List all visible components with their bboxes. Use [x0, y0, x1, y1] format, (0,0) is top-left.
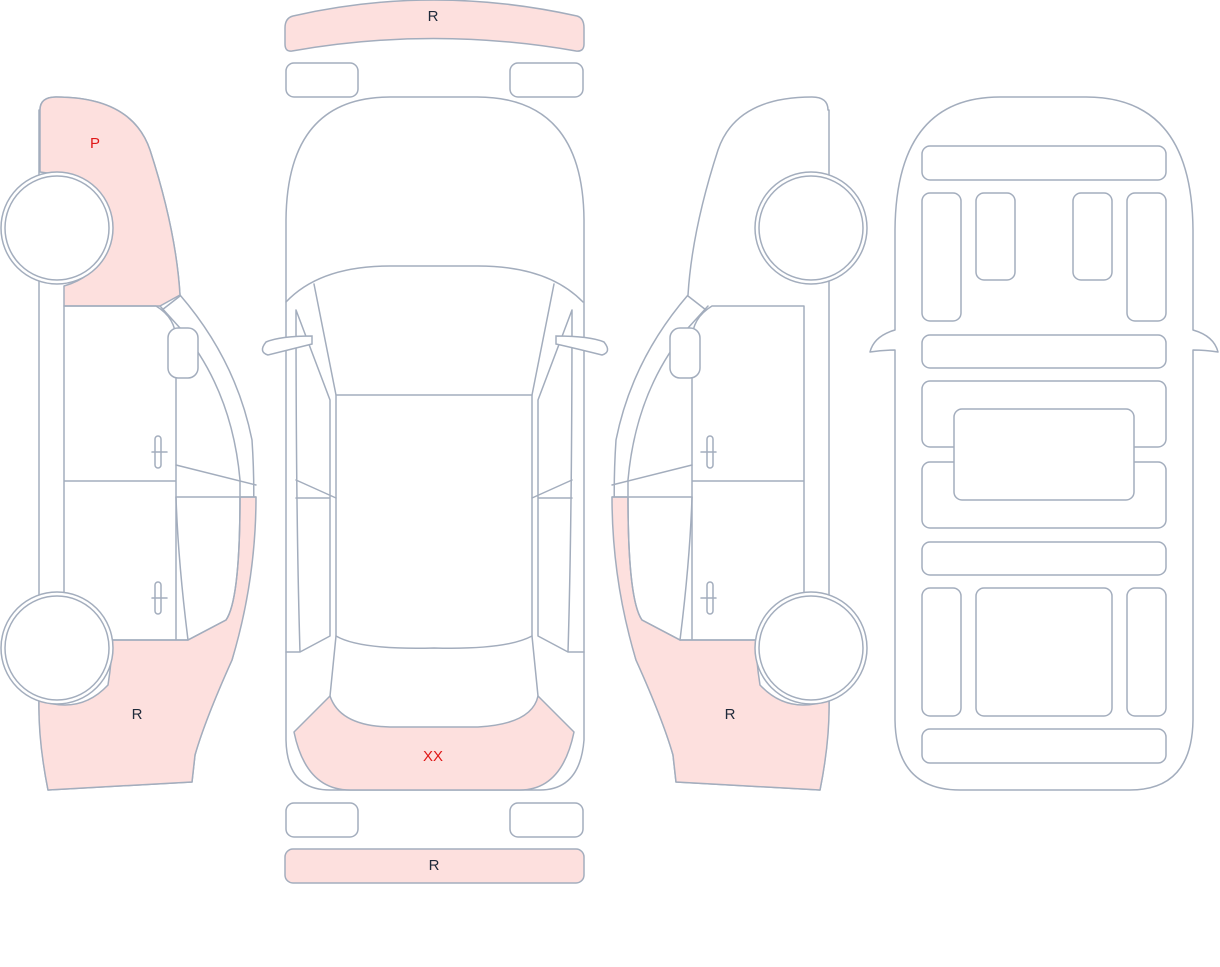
underbody-rear-panel[interactable]: [921, 728, 1167, 764]
left-window-frame: [159, 305, 241, 641]
right-side-view: R: [611, 96, 868, 791]
underbody-front-right-mount[interactable]: [1072, 192, 1113, 281]
underbody-front-left-rail[interactable]: [921, 192, 962, 322]
front-bumper-mark: R: [428, 8, 439, 25]
top-body-outline: [285, 96, 585, 791]
right-rear-wheel-rim: [758, 595, 864, 701]
left-mirror[interactable]: [167, 327, 199, 379]
right-window-divider: [611, 295, 707, 498]
underbody-view: [869, 96, 1219, 791]
left-window-divider: [161, 295, 257, 498]
rear-hatch-panel[interactable]: [293, 695, 575, 791]
underbody-center-tunnel[interactable]: [953, 408, 1135, 501]
front-bumper-panel[interactable]: [284, 0, 585, 52]
right-top-doors: [531, 309, 585, 653]
underbody-front-crossmember[interactable]: [921, 145, 1167, 181]
roof-panel: [335, 394, 533, 649]
left-headlight[interactable]: [285, 62, 359, 98]
rear-window: [329, 635, 539, 697]
underbody-firewall-crossmember[interactable]: [921, 334, 1167, 369]
right-mirror[interactable]: [669, 327, 701, 379]
underbody-rear-crossmember[interactable]: [921, 541, 1167, 576]
rear-bumper-mark: R: [429, 857, 440, 874]
left-side-view: P R: [0, 96, 257, 791]
windshield: [285, 265, 584, 396]
left-rear-quarter-mark: R: [132, 706, 143, 723]
underbody-rear-right-rail[interactable]: [1126, 587, 1167, 717]
rear-bumper-panel[interactable]: [284, 848, 585, 884]
underbody-outline: [869, 96, 1219, 791]
left-front-wheel-rim: [4, 175, 110, 281]
right-rear-quarter-mark: R: [725, 706, 736, 723]
left-top-mirror[interactable]: [261, 335, 313, 356]
right-top-mirror[interactable]: [555, 335, 609, 356]
left-top-doors: [285, 309, 337, 653]
top-view: R XX R: [261, 0, 609, 884]
right-window-frame: [627, 305, 709, 641]
underbody-rear-left-rail[interactable]: [921, 587, 962, 717]
right-headlight[interactable]: [509, 62, 584, 98]
right-front-wheel-rim: [758, 175, 864, 281]
left-taillight[interactable]: [285, 802, 359, 838]
left-front-fender-mark: P: [90, 135, 100, 152]
right-taillight[interactable]: [509, 802, 584, 838]
left-rear-wheel-rim: [4, 595, 110, 701]
underbody-front-left-mount[interactable]: [975, 192, 1016, 281]
underbody-spare-well[interactable]: [975, 587, 1113, 717]
underbody-front-right-rail[interactable]: [1126, 192, 1167, 322]
rear-hatch-mark: XX: [423, 748, 443, 765]
